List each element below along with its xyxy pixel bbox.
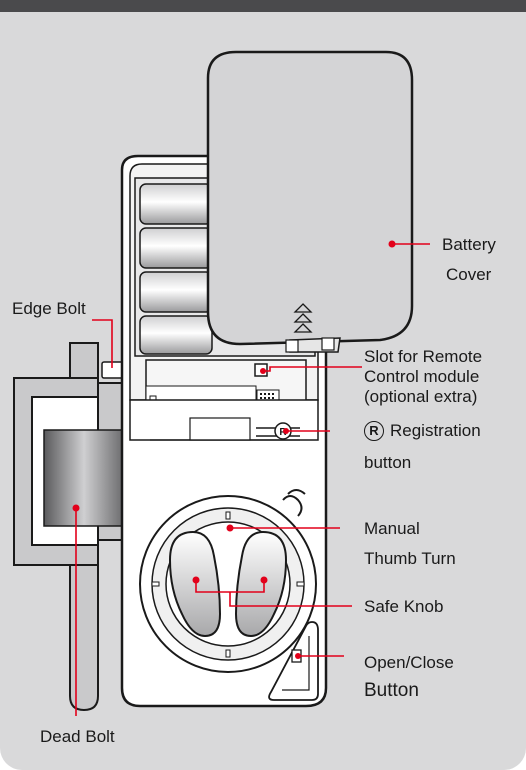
registration-mark: R [364,421,384,441]
thumb-turn-dial [139,495,317,673]
header-bar [0,0,526,12]
label-registration: R Registration [364,420,481,442]
label-open-close-2: Button [364,680,419,701]
edge-bolt [101,361,125,379]
label-dead-bolt: Dead Bolt [40,727,115,746]
label-safe-knob: Safe Knob [364,597,444,616]
wave-marks [282,489,306,517]
label-remote-slot-3: (optional extra) [364,387,478,406]
label-remote-slot-1: Slot for Remote [364,347,483,366]
label-registration-2: button [364,453,412,472]
svg-text:R: R [279,427,287,438]
label-battery-cover-2: Cover [446,265,492,284]
label-remote-slot-2: Control module [364,367,480,386]
label-manual-2: Thumb Turn [364,549,456,568]
label-open-close-1: Open/Close [364,653,454,672]
dead-bolt [43,429,125,527]
leader-lines [75,243,430,716]
label-registration-text: Registration [390,421,481,440]
leader-dots [72,240,396,659]
safe-knob [168,530,288,638]
label-manual-1: Manual [364,519,420,538]
battery-cover [206,50,414,353]
label-edge-bolt: Edge Bolt [12,299,86,318]
label-battery-cover-1: Battery [442,235,496,254]
